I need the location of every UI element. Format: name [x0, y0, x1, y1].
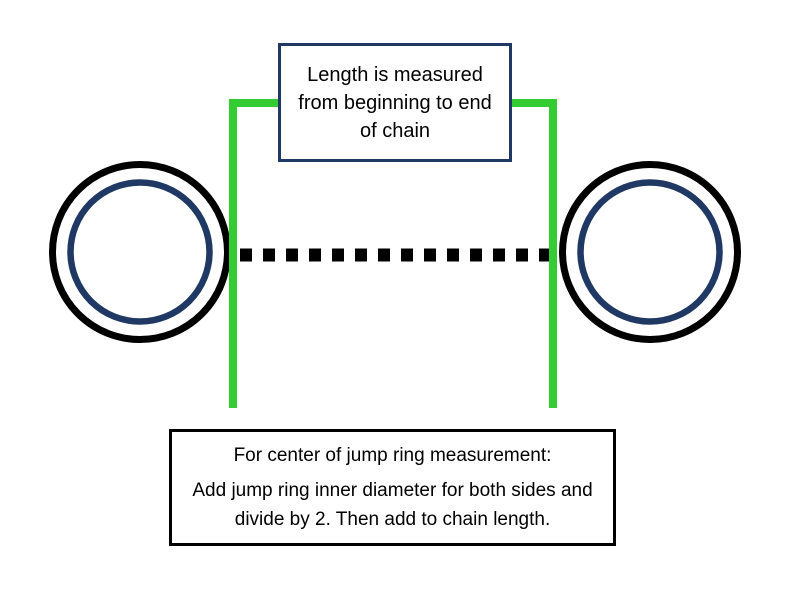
- length-note-line: from beginning to end: [298, 91, 492, 114]
- jump-ring-note-line: Add jump ring inner diameter for both si…: [192, 480, 593, 501]
- jump-ring-note-line: divide by 2. Then add to chain length.: [234, 509, 551, 530]
- length-note-box: Length is measured from beginning to end…: [278, 43, 512, 162]
- length-note-line: Length is measured: [307, 63, 483, 86]
- left-jump-ring-inner-circle: [67, 179, 213, 325]
- left-jump-ring-outer-circle: [49, 161, 231, 343]
- jump-ring-note-body: Add jump ring inner diameter for both si…: [192, 476, 592, 534]
- jump-ring-note-title: For center of jump ring measurement:: [233, 445, 552, 466]
- left-jump-ring: [49, 161, 231, 343]
- right-jump-ring: [559, 161, 741, 343]
- right-jump-ring-inner-circle: [577, 179, 723, 325]
- length-note-line: of chain: [359, 119, 431, 142]
- jump-ring-note-box: For center of jump ring measurement: Add…: [169, 429, 616, 546]
- right-jump-ring-outer-circle: [559, 161, 741, 343]
